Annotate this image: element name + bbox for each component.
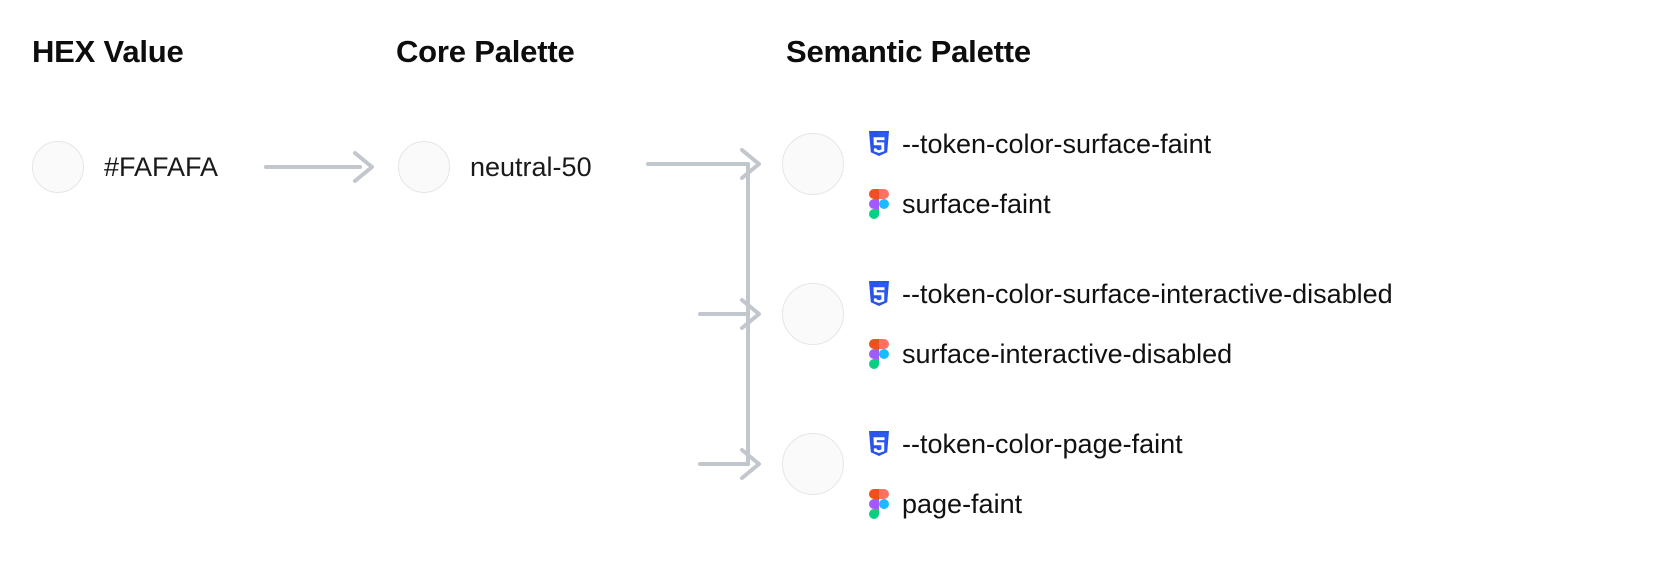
- semantic-token-figma-row: page-faint: [866, 474, 1183, 534]
- semantic-token-group: --token-color-surface-faint surface-fain…: [866, 114, 1211, 234]
- semantic-token-group: --token-color-surface-interactive-disabl…: [866, 264, 1393, 384]
- figma-icon: [866, 189, 892, 219]
- arrow-hex-to-core: [264, 151, 374, 183]
- semantic-token-css-row: --token-color-surface-faint: [866, 114, 1211, 174]
- css3-icon: [866, 429, 892, 459]
- color-swatch-core: [398, 141, 450, 193]
- figma-icon: [866, 489, 892, 519]
- semantic-token-css-row: --token-color-page-faint: [866, 414, 1183, 474]
- semantic-token-css-name: --token-color-surface-interactive-disabl…: [902, 278, 1393, 309]
- css3-icon: [866, 129, 892, 159]
- css3-icon: [866, 279, 892, 309]
- semantic-token-group: --token-color-page-faint page-faint: [866, 414, 1183, 534]
- core-palette-value-label: neutral-50: [470, 152, 592, 182]
- semantic-token-figma-row: surface-faint: [866, 174, 1211, 234]
- column-title-core-palette: Core Palette: [396, 34, 575, 69]
- column-title-hex-value: HEX Value: [32, 34, 184, 69]
- semantic-token-css-name: --token-color-surface-faint: [902, 128, 1212, 159]
- semantic-token-figma-name: page-faint: [902, 488, 1023, 519]
- semantic-token-figma-name: surface-faint: [902, 188, 1051, 219]
- semantic-token-figma-row: surface-interactive-disabled: [866, 324, 1393, 384]
- column-title-semantic-palette: Semantic Palette: [786, 34, 1031, 69]
- color-swatch-semantic-page-faint: [782, 433, 844, 495]
- color-swatch-hex: [32, 141, 84, 193]
- color-swatch-semantic-surface-faint: [782, 133, 844, 195]
- hex-value-label: #FAFAFA: [104, 152, 219, 182]
- arrow-core-to-semantic-branch: [646, 148, 761, 480]
- color-swatch-semantic-surface-interactive-disabled: [782, 283, 844, 345]
- figma-icon: [866, 339, 892, 369]
- semantic-token-css-row: --token-color-surface-interactive-disabl…: [866, 264, 1393, 324]
- semantic-token-css-name: --token-color-page-faint: [902, 428, 1183, 459]
- semantic-token-figma-name: surface-interactive-disabled: [902, 338, 1233, 369]
